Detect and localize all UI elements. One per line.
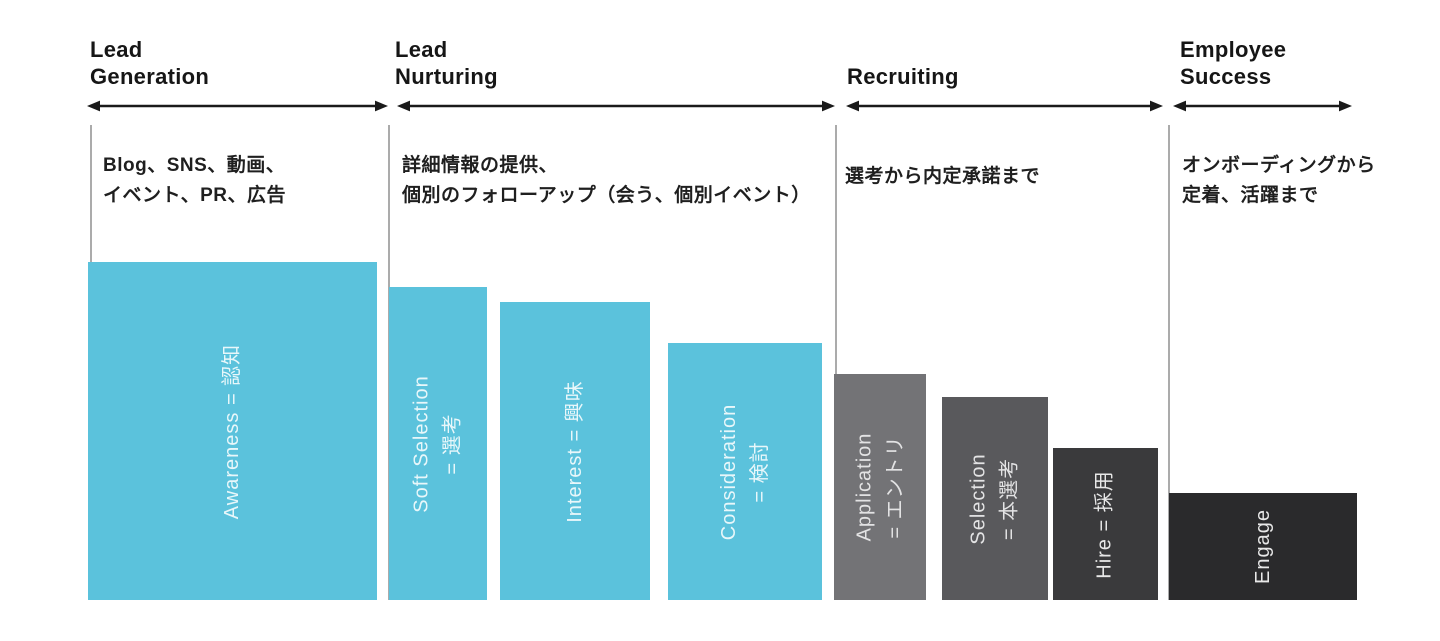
text-line: 詳細情報の提供、 — [402, 155, 559, 176]
funnel-bar-label-selection: Selection = 本選考 — [964, 453, 1026, 544]
text-line: = 検討 — [748, 440, 771, 503]
funnel-bar-hire: Hire = 採用 — [1053, 448, 1158, 600]
text-line: = エントリ — [884, 435, 906, 539]
funnel-bar-label-hire: Hire = 採用 — [1090, 470, 1121, 578]
funnel-bar-soft-selection: Soft Selection = 選考 — [389, 287, 487, 600]
text-line: Soft Selection — [411, 374, 434, 513]
text-line: Recruiting — [847, 64, 959, 89]
section-description-lead-generation: Blog、SNS、動画、イベント、PR、広告 — [103, 151, 286, 211]
text-line: イベント、PR、広告 — [103, 185, 287, 206]
text-line: オンボーディングから — [1182, 155, 1376, 176]
funnel-bar-consideration: Consideration = 検討 — [668, 343, 822, 600]
text-line: Engage — [1251, 509, 1274, 584]
text-line: Selection — [968, 452, 990, 545]
double-arrow-icon-lead-generation — [87, 100, 388, 112]
text-line: Generation — [90, 64, 210, 89]
text-line: Awareness = 認知 — [221, 343, 243, 519]
text-line: Employee — [1180, 37, 1287, 62]
text-line: = 選考 — [442, 412, 465, 475]
text-line: 個別のフォローアップ（会う、個別イベント） — [402, 185, 811, 206]
divider-recruiting — [835, 125, 837, 600]
funnel-bar-application: Application = エントリ — [834, 374, 926, 600]
funnel-bar-label-engage: Engage — [1248, 509, 1279, 584]
funnel-bar-interest: Interest = 興味 — [500, 302, 650, 600]
text-line: Nurturing — [395, 64, 498, 89]
text-line: Lead — [90, 37, 143, 62]
text-line: 定着、活躍まで — [1182, 185, 1319, 206]
text-line: Interest = 興味 — [563, 379, 586, 523]
double-arrow-icon-lead-nurturing — [397, 100, 835, 112]
text-line: Application — [853, 432, 875, 542]
text-line: Lead — [395, 37, 448, 62]
funnel-bar-label-consideration: Consideration = 検討 — [714, 403, 776, 539]
text-line: = 本選考 — [999, 457, 1021, 540]
double-arrow-icon-employee-success — [1173, 100, 1352, 112]
funnel-bar-awareness: Awareness = 認知 — [88, 262, 377, 600]
text-line: Consideration — [717, 403, 740, 540]
funnel-bar-label-awareness: Awareness = 認知 — [217, 343, 248, 518]
funnel-bar-label-application: Application = エントリ — [849, 433, 911, 542]
divider-employee-success — [1168, 125, 1170, 600]
text-line: 選考から内定承諾まで — [845, 166, 1041, 187]
section-title-recruiting: Recruiting — [847, 63, 959, 90]
section-description-lead-nurturing: 詳細情報の提供、個別のフォローアップ（会う、個別イベント） — [402, 151, 811, 211]
funnel-bar-label-soft-selection: Soft Selection = 選考 — [407, 375, 469, 512]
section-description-recruiting: 選考から内定承諾まで — [845, 162, 1040, 192]
double-arrow-icon-recruiting — [846, 100, 1163, 112]
funnel-bar-selection: Selection = 本選考 — [942, 397, 1048, 600]
text-line: Blog、SNS、動画、 — [103, 155, 286, 176]
section-description-employee-success: オンボーディングから定着、活躍まで — [1182, 151, 1376, 211]
text-line: Success — [1180, 64, 1272, 89]
funnel-bar-label-interest: Interest = 興味 — [560, 380, 591, 523]
text-line: Hire = 採用 — [1094, 469, 1116, 579]
funnel-bar-engage: Engage — [1169, 493, 1357, 600]
